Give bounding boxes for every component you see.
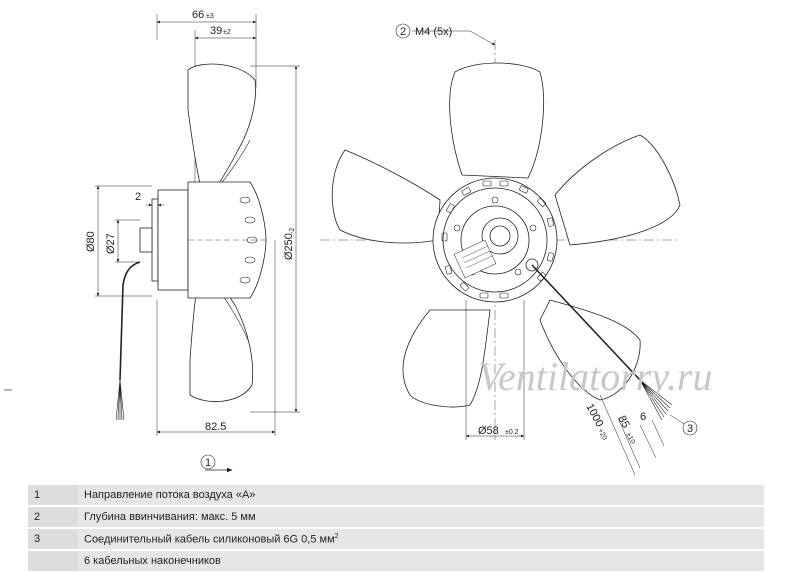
- front-view: [320, 23, 698, 476]
- side-stator: [157, 189, 189, 291]
- callout-1-circle: [200, 454, 216, 470]
- legend-text: Глубина ввинчивания: макс. 5 мм: [78, 506, 764, 529]
- legend-num: 1: [28, 485, 78, 507]
- end-len: 6: [640, 411, 646, 423]
- dim-d58-tol: ±0.2: [505, 429, 519, 436]
- side-blade-top: [187, 63, 257, 206]
- side-cable: [119, 261, 141, 381]
- front-blade-2: [554, 134, 681, 246]
- fan-technical-drawing: 66 ±3 39 ±2 2 Ø80 Ø27 Ø250 -2 82.5 1: [4, 9, 712, 476]
- callout-1: 1: [205, 457, 211, 469]
- legend-num: [28, 550, 78, 573]
- callout-2-circle: [395, 23, 411, 39]
- callout-3-circle: [682, 420, 698, 436]
- front-blade-4: [402, 309, 491, 408]
- legend-row: 6 кабельных наконечников: [28, 550, 764, 573]
- side-view: [95, 14, 300, 473]
- dim-d58: Ø58: [478, 425, 499, 437]
- dim-total-depth-tol: ±3: [206, 13, 214, 20]
- legend-text: Соединительный кабель силиконовый 6G 0,5…: [84, 533, 335, 546]
- legend-num: 3: [28, 528, 78, 551]
- dim-hub-depth-tol: ±2: [223, 29, 231, 36]
- callout-3: 3: [687, 423, 693, 435]
- front-blades: [331, 62, 681, 408]
- legend-text: Направление потока воздуха «А»: [78, 485, 764, 507]
- cable-len: 1000: [583, 402, 605, 429]
- callout-2: 2: [400, 26, 406, 38]
- side-cooling-slots: [239, 196, 258, 284]
- strip-len: 85: [615, 414, 631, 430]
- strip-len-tol: ±10: [624, 432, 636, 446]
- dim-d250-tol: -2: [289, 228, 296, 234]
- front-shaft: [489, 225, 511, 247]
- front-cooling-slots: [441, 180, 555, 299]
- legend-num: 2: [28, 506, 78, 529]
- dim-d27: Ø27: [105, 233, 117, 254]
- front-blade-3: [539, 299, 641, 401]
- legend-text-cell: Соединительный кабель силиконовый 6G 0,5…: [78, 528, 764, 551]
- watermark: Ventilatorry.ru: [478, 354, 712, 399]
- thread-label: M4 (5x): [415, 26, 452, 38]
- legend-row: 1 Направление потока воздуха «А»: [28, 485, 764, 507]
- front-blade-1: [449, 62, 544, 179]
- front-blade-5: [331, 149, 441, 244]
- front-cable: [531, 264, 641, 381]
- legend-table: 1 Направление потока воздуха «А» 2 Глуби…: [28, 485, 764, 573]
- cable-len-tol: +20: [596, 428, 608, 442]
- dim-82-5: 82.5: [205, 421, 226, 433]
- legend-row: 3 Соединительный кабель силиконовый 6G 0…: [28, 528, 764, 551]
- dim-d250: Ø250: [283, 233, 295, 260]
- dim-d80: Ø80: [85, 231, 97, 252]
- side-view-labels: 66 ±3 39 ±2 2 Ø80 Ø27 Ø250 -2 82.5 1: [85, 9, 296, 469]
- dim-hub-depth: 39: [210, 25, 222, 37]
- front-label-plate: [453, 239, 497, 279]
- dim-flange: 2: [135, 191, 141, 203]
- legend-text: 6 кабельных наконечников: [78, 550, 764, 573]
- side-flange: [151, 198, 159, 282]
- legend-row: 2 Глубина ввинчивания: макс. 5 мм: [28, 506, 764, 529]
- legend-superscript: 2: [334, 532, 339, 540]
- dim-total-depth: 66: [192, 9, 204, 21]
